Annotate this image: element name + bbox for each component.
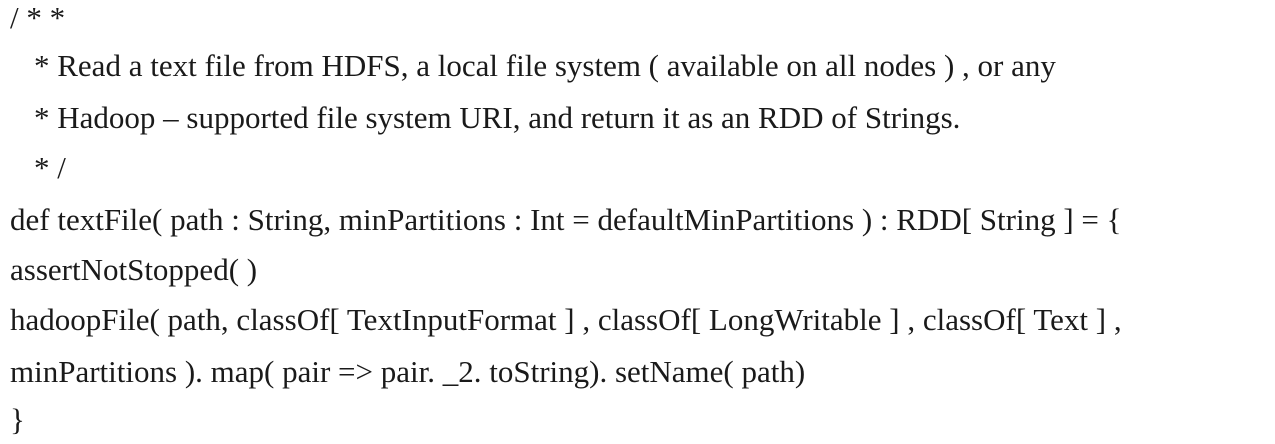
code-line-comment-close: * /	[34, 150, 66, 185]
code-line-hadoop-file: hadoopFile( path, classOf[ TextInputForm…	[10, 302, 1122, 337]
code-line-comment-2: * Hadoop – supported file system URI, an…	[34, 100, 961, 135]
code-line-assert-not-stopped: assertNotStopped( )	[10, 252, 258, 287]
code-line-comment-open: / * *	[10, 0, 66, 35]
code-line-closing-brace: }	[10, 402, 25, 437]
code-line-def-textfile: def textFile( path : String, minPartitio…	[10, 202, 1122, 237]
code-line-comment-1: * Read a text file from HDFS, a local fi…	[34, 48, 1056, 83]
code-line-map-set-name: minPartitions ). map( pair => pair. _2. …	[10, 354, 806, 389]
